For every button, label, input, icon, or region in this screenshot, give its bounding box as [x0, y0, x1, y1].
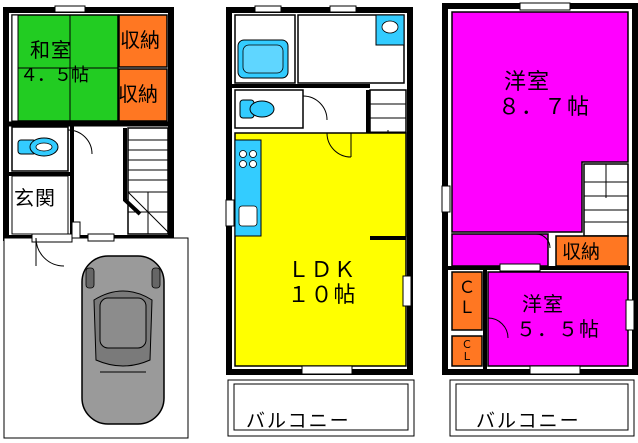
youshitsu-large-label: 洋室 ８．７帖 [498, 70, 590, 120]
storage-top [118, 14, 168, 68]
entrance-area [11, 175, 69, 235]
storage-bottom-label: 収納 [118, 82, 158, 106]
storage-bottom [118, 68, 168, 122]
washitsu-name: 和室 [30, 38, 72, 62]
washitsu-label: 和室 ４．５帖 [20, 38, 89, 88]
closet-small-label: ＣＬ [461, 338, 473, 363]
youshitsu-small-name: 洋室 [522, 292, 564, 316]
ldk-name: ＬＤＫ [287, 258, 357, 283]
storage-top-label: 収納 [120, 28, 160, 52]
ldk-label: ＬＤＫ １０帖 [262, 258, 382, 308]
washitsu-size: ４．５帖 [20, 65, 89, 86]
balcony-2f-label: バルコニー [246, 410, 351, 432]
floor-3 [441, 2, 638, 437]
car-icon [81, 255, 165, 425]
youshitsu-large-name: 洋室 [504, 70, 551, 95]
ldk-size: １０帖 [287, 283, 357, 308]
closet-large [451, 271, 483, 331]
floor-1 [3, 5, 189, 439]
entrance-label: 玄関 [14, 186, 56, 210]
youshitsu-large-size: ８．７帖 [498, 95, 591, 120]
storage-3f-label: 収納 [562, 241, 601, 263]
youshitsu-small-size: ５．５帖 [516, 317, 600, 341]
floor-2 [225, 5, 415, 437]
youshitsu-small-label: 洋室 ５．５帖 [516, 292, 600, 342]
closet-small [451, 335, 483, 367]
storage-3f [555, 235, 629, 267]
ldk-room [234, 132, 407, 367]
balcony-3f-label: バルコニー [476, 410, 581, 432]
youshitsu-small-room [487, 271, 629, 367]
youshitsu-large-room [451, 11, 629, 233]
closet-large-label: ＣＬ [458, 278, 476, 318]
